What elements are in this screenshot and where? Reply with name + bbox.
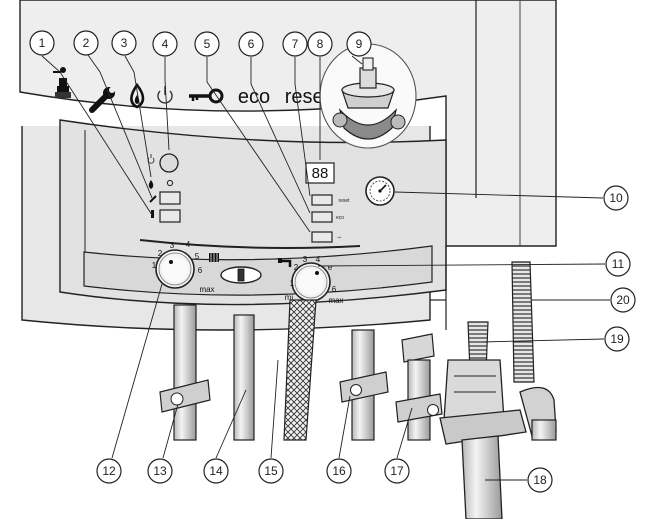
key-icon [189,88,224,104]
heat-scale-6: 6 [198,266,203,275]
heat-scale-4: 4 [186,240,191,249]
svg-text:7: 7 [292,37,299,51]
eco-button[interactable]: eco [311,211,344,223]
callout-9: 9 [346,31,372,57]
callout-17: 17 [384,458,410,484]
pressure-gauge [365,176,395,206]
hot-water-temperature-knob[interactable] [291,262,331,302]
callout-3: 3 [111,30,137,56]
dhw-scale-3: 3 [303,255,308,264]
svg-text:5: 5 [204,37,211,51]
callout-11: 11 [605,251,631,277]
callout-1: 1 [29,30,55,56]
reset-button-label: reset [338,198,350,204]
status-led [166,179,174,187]
heat-scale-3: 3 [170,241,175,250]
callout-10: 10 [603,185,629,211]
burner-indicator [148,180,154,189]
braided-hose [283,299,317,441]
svg-text:2: 2 [83,36,90,50]
dhw-eco-mark: e [328,263,333,272]
pipe-cold-water [395,333,443,441]
svg-text:15: 15 [264,464,278,478]
svg-text:14: 14 [209,464,223,478]
callout-6: 6 [238,31,264,57]
svg-text:4: 4 [162,37,169,51]
svg-text:16: 16 [332,464,346,478]
digital-display: 88 [305,162,335,184]
callout-14: 14 [203,458,229,484]
svg-text:11: 11 [612,257,625,271]
svg-text:13: 13 [153,464,167,478]
heat-scale-2: 2 [158,249,163,258]
radiator-icon [209,253,219,262]
heat-scale-5: 5 [195,252,200,261]
callout-20: 20 [610,287,636,313]
svg-text:1: 1 [39,36,46,50]
callout-8: 8 [307,31,333,57]
callout-2: 2 [73,30,99,56]
heating-knob-scale: 1 2 3 4 5 6 max [152,240,215,294]
svg-text:18: 18 [533,473,547,487]
callout-15: 15 [258,458,284,484]
callout-12: 12 [96,458,122,484]
leader-lines [41,54,610,481]
pipe-heating-flow [159,304,211,441]
main-switch-button[interactable] [147,153,179,173]
eco-label: eco [238,86,270,108]
dhw-scale-2: 2 [294,263,299,272]
svg-text:8: 8 [317,37,324,51]
dhw-scale-max: max [328,296,343,305]
dhw-scale-min: mi [285,293,294,302]
condensate-siphon [439,359,557,519]
svg-text:6: 6 [248,37,255,51]
tap-icon [278,258,292,267]
svg-text:12: 12 [102,464,116,478]
key-lock-button[interactable]: ⊸ [311,231,341,243]
svg-text:19: 19 [610,332,624,346]
heating-temperature-knob[interactable] [155,249,195,289]
callout-13: 13 [147,458,173,484]
dhw-scale-4: 4 [316,255,321,264]
flame-viewport [220,266,262,284]
callout-7: 7 [282,31,308,57]
pipe-gas [339,329,389,441]
pipe-hot-water [233,314,255,441]
callout-16: 16 [326,458,352,484]
service-button[interactable] [149,191,181,205]
heat-scale-1: 1 [152,261,157,270]
relief-valve [319,43,417,149]
callout-5: 5 [194,31,220,57]
drain-hose [511,261,535,383]
chimney-sweep-button[interactable] [151,209,181,223]
callout-18: 18 [527,467,553,493]
callout-4: 4 [152,31,178,57]
svg-text:10: 10 [609,191,623,205]
svg-text:9: 9 [356,37,363,51]
svg-text:3: 3 [121,36,128,50]
callout-19: 19 [604,326,630,352]
dhw-scale-1: 1 [290,279,295,288]
reset-button[interactable]: reset [311,194,350,206]
display-digits: 88 [312,165,329,182]
eco-button-label: eco [336,215,344,221]
key-button-label: ⊸ [337,235,341,241]
svg-text:20: 20 [616,293,630,307]
svg-text:17: 17 [390,464,404,478]
heat-scale-max: max [199,285,214,294]
dhw-scale-6: 6 [332,285,337,294]
hot-water-knob-scale: 1 2 3 4 e 6 max mi [285,255,344,305]
